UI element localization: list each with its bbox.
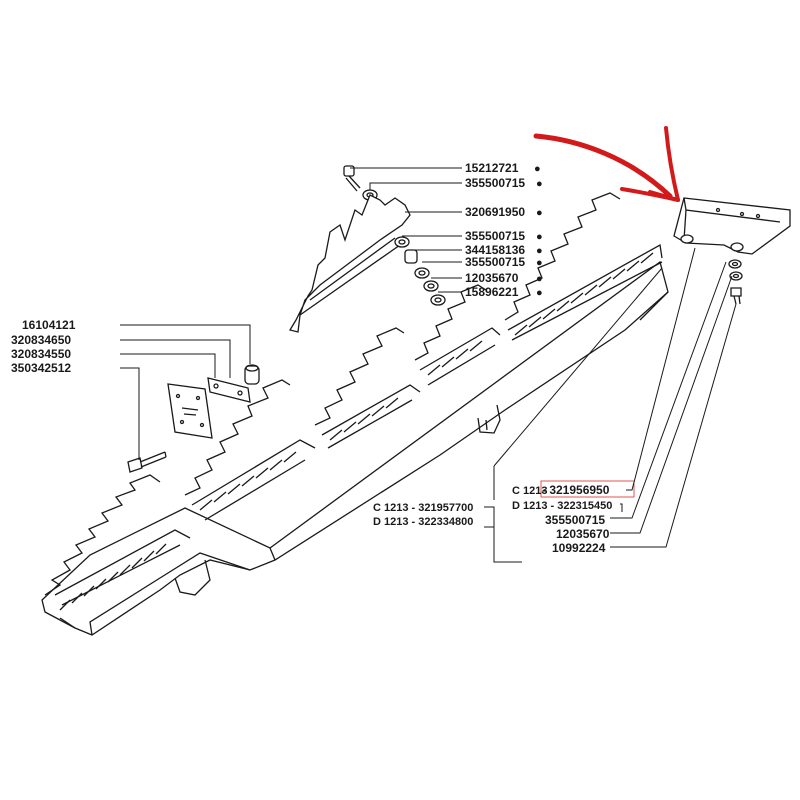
part-number-label: 15212721 <box>465 161 519 175</box>
part-number-label: 344158136 <box>465 243 525 257</box>
bolt-part <box>343 165 361 192</box>
bullet-dot-icon: ● <box>536 231 543 243</box>
left-part-group: 16104121 320834650 320834550 350342512 <box>11 318 260 473</box>
nut-part-left <box>244 365 260 385</box>
part-number-label: 10992224 <box>552 541 606 555</box>
part-number-label: 355500715 <box>545 513 605 527</box>
part-number-label: 355500715 <box>465 255 525 269</box>
bracket-front <box>174 559 211 596</box>
spacer-part <box>404 249 418 264</box>
assembly-number-label: D 1213 - 322315450 <box>512 500 612 512</box>
washer-part-right <box>728 259 742 269</box>
assembly-number-label: C 1213 - 321957700 <box>373 502 473 514</box>
tooth-section-4 <box>414 284 501 386</box>
nut-part-right <box>729 271 743 281</box>
assembly-prefix-label: C 1213 <box>512 485 547 497</box>
toothed-blade-part <box>288 194 411 333</box>
bullet-dot-icon: ● <box>536 207 543 219</box>
washer-part-2 <box>394 236 410 248</box>
wear-plate-part <box>167 383 213 439</box>
curved-red-arrow-icon <box>533 126 680 202</box>
bullet-dot-icon: ● <box>536 273 543 285</box>
bullet-dot-icon: ● <box>536 178 543 190</box>
tooth-section-2 <box>184 379 316 521</box>
bolt-part-left <box>127 457 143 473</box>
top-part-group <box>288 165 446 333</box>
bullet-dot-icon: ● <box>536 257 543 269</box>
bottom-center-group: C 1213 - 321957700 D 1213 - 322334800 <box>373 267 663 563</box>
part-number-label: 320834550 <box>11 347 71 361</box>
highlighted-part-number: - 321956950 <box>542 483 610 497</box>
part-number-label: 350342512 <box>11 361 71 375</box>
part-number-label: 15896221 <box>465 285 519 299</box>
tooth-section-5 <box>504 192 663 341</box>
part-number-label: 12035670 <box>556 527 610 541</box>
highlight-box <box>540 480 635 498</box>
part-number-label: 12035670 <box>465 271 519 285</box>
part-number-label: 320834650 <box>11 333 71 347</box>
bolt-part-right <box>730 287 742 297</box>
tooth-section-3 <box>314 327 421 449</box>
part-number-label: 320691950 <box>465 205 525 219</box>
tooth-section-1 <box>44 474 191 611</box>
bullet-dot-icon: ● <box>534 163 541 175</box>
assembly-number-label: D 1213 - 322334800 <box>373 516 473 528</box>
part-number-label: 16104121 <box>22 318 76 332</box>
conveyor-assembly <box>41 192 669 636</box>
part-number-label: 355500715 <box>465 229 525 243</box>
nut-part-2 <box>430 294 446 306</box>
nut-part <box>423 280 439 292</box>
part-number-label: 355500715 <box>465 176 525 190</box>
top-leaders <box>350 167 462 293</box>
conveyor-side-plate <box>41 260 669 636</box>
bullet-dot-icon: ● <box>536 245 543 257</box>
washer-part-3 <box>414 267 430 279</box>
strip-part <box>207 377 251 403</box>
bracket-mid <box>477 404 501 434</box>
top-labels: 15212721 355500715 320691950 355500715 3… <box>465 161 543 299</box>
right-part-group: C 1213 - 321956950 D 1213 - 322315450 35… <box>512 197 791 555</box>
bullet-dot-icon: ● <box>536 287 543 299</box>
